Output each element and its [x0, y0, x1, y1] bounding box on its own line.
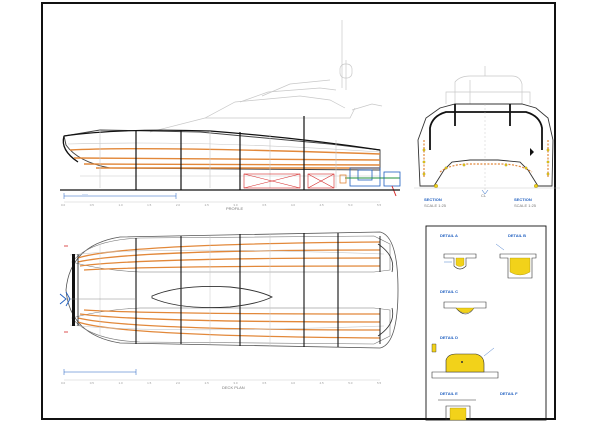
bow-tip-marker [59, 291, 71, 307]
bow-section-label: SECTION [514, 197, 532, 202]
profile-stringers [69, 147, 381, 169]
profile-scale-tick-3: 1.5 [147, 203, 152, 207]
profile-title: PROFILE [226, 206, 244, 211]
detail-b-drawing [495, 243, 537, 279]
deck-scale-tick-5: 2.5 [204, 381, 209, 385]
profile-scale-tick-0: 0.0 [61, 203, 66, 207]
hull-profile [63, 129, 381, 171]
profile-scale-tick-5: 2.5 [204, 203, 209, 207]
profile-scale-tick-8: 4.0 [290, 203, 295, 207]
deck-plan-title: DECK PLAN [222, 385, 245, 390]
deck-plan-view [59, 231, 399, 381]
deck-scale-tick-6: 3.0 [233, 381, 238, 385]
profile-scale-tick-7: 3.5 [262, 203, 267, 207]
section-joints [422, 148, 550, 188]
detail-b-label: DETAIL B [508, 233, 527, 238]
detail-d-drawing [431, 347, 499, 379]
deck-stringers-starboard [77, 309, 381, 339]
stern-section-view [414, 66, 560, 195]
dimension-value-1: —— [82, 192, 88, 196]
profile-scale-tick-6: 3.0 [233, 203, 238, 207]
deck-bulkheads [135, 233, 339, 347]
deck-outline [65, 231, 399, 349]
deck-scale-tick-4: 2.0 [175, 381, 181, 385]
transom [72, 254, 75, 326]
detail-c-drawing [443, 301, 487, 315]
profile-scale-tick-10: 5.0 [348, 203, 353, 207]
detail-a-label: DETAIL A [440, 233, 458, 238]
deck-scale-tick-3: 1.5 [147, 381, 152, 385]
center-nacelle [151, 285, 274, 309]
bow-section-scale: SCALE 1:25 [514, 203, 537, 208]
deck-scale-tick-10: 5.0 [348, 381, 353, 385]
detail-c-label: DETAIL C [440, 289, 459, 294]
details-panel [425, 225, 547, 421]
stern-section-scale: SCALE 1:25 [424, 203, 447, 208]
detail-f-drawing [438, 399, 476, 421]
bow-profile [62, 135, 79, 163]
detail-e-drawing [431, 343, 437, 353]
detail-e-label: DETAIL E [440, 391, 458, 396]
deck-scale-tick-8: 4.0 [290, 381, 295, 385]
deck-stringers-port [77, 241, 381, 271]
profile-scale-tick-2: 1.0 [118, 203, 123, 207]
detail-a-drawing [443, 253, 477, 270]
sheer-line [63, 129, 381, 151]
profile-bulkheads [135, 116, 305, 190]
profile-tanks [243, 173, 335, 189]
detail-d-label: DETAIL D [440, 335, 459, 340]
deck-scale-tick-11: 5.5 [377, 381, 382, 385]
detail-f-label: DETAIL F [500, 391, 518, 396]
profile-scale-tick-9: 4.5 [319, 203, 324, 207]
superstructure-outline [149, 20, 383, 133]
deck-scale-tick-0: 0.0 [61, 381, 66, 385]
profile-scale-tick-4: 2.0 [175, 203, 181, 207]
engine-machinery [339, 167, 401, 197]
profile-scale-tick-1: 0.5 [89, 203, 94, 207]
deck-scale-tick-7: 3.5 [262, 381, 267, 385]
stern-section-label: SECTION [424, 197, 442, 202]
deck-scale-tick-2: 1.0 [118, 381, 123, 385]
deck-scale-tick-1: 0.5 [89, 381, 94, 385]
profile-scale-tick-11: 5.5 [377, 203, 382, 207]
profile-view: —— [60, 20, 401, 203]
profile-dimension [63, 193, 177, 199]
drawing-sheet-frame [41, 2, 556, 420]
centerline-label: CL [481, 193, 487, 198]
deck-scale-tick-9: 4.5 [319, 381, 324, 385]
